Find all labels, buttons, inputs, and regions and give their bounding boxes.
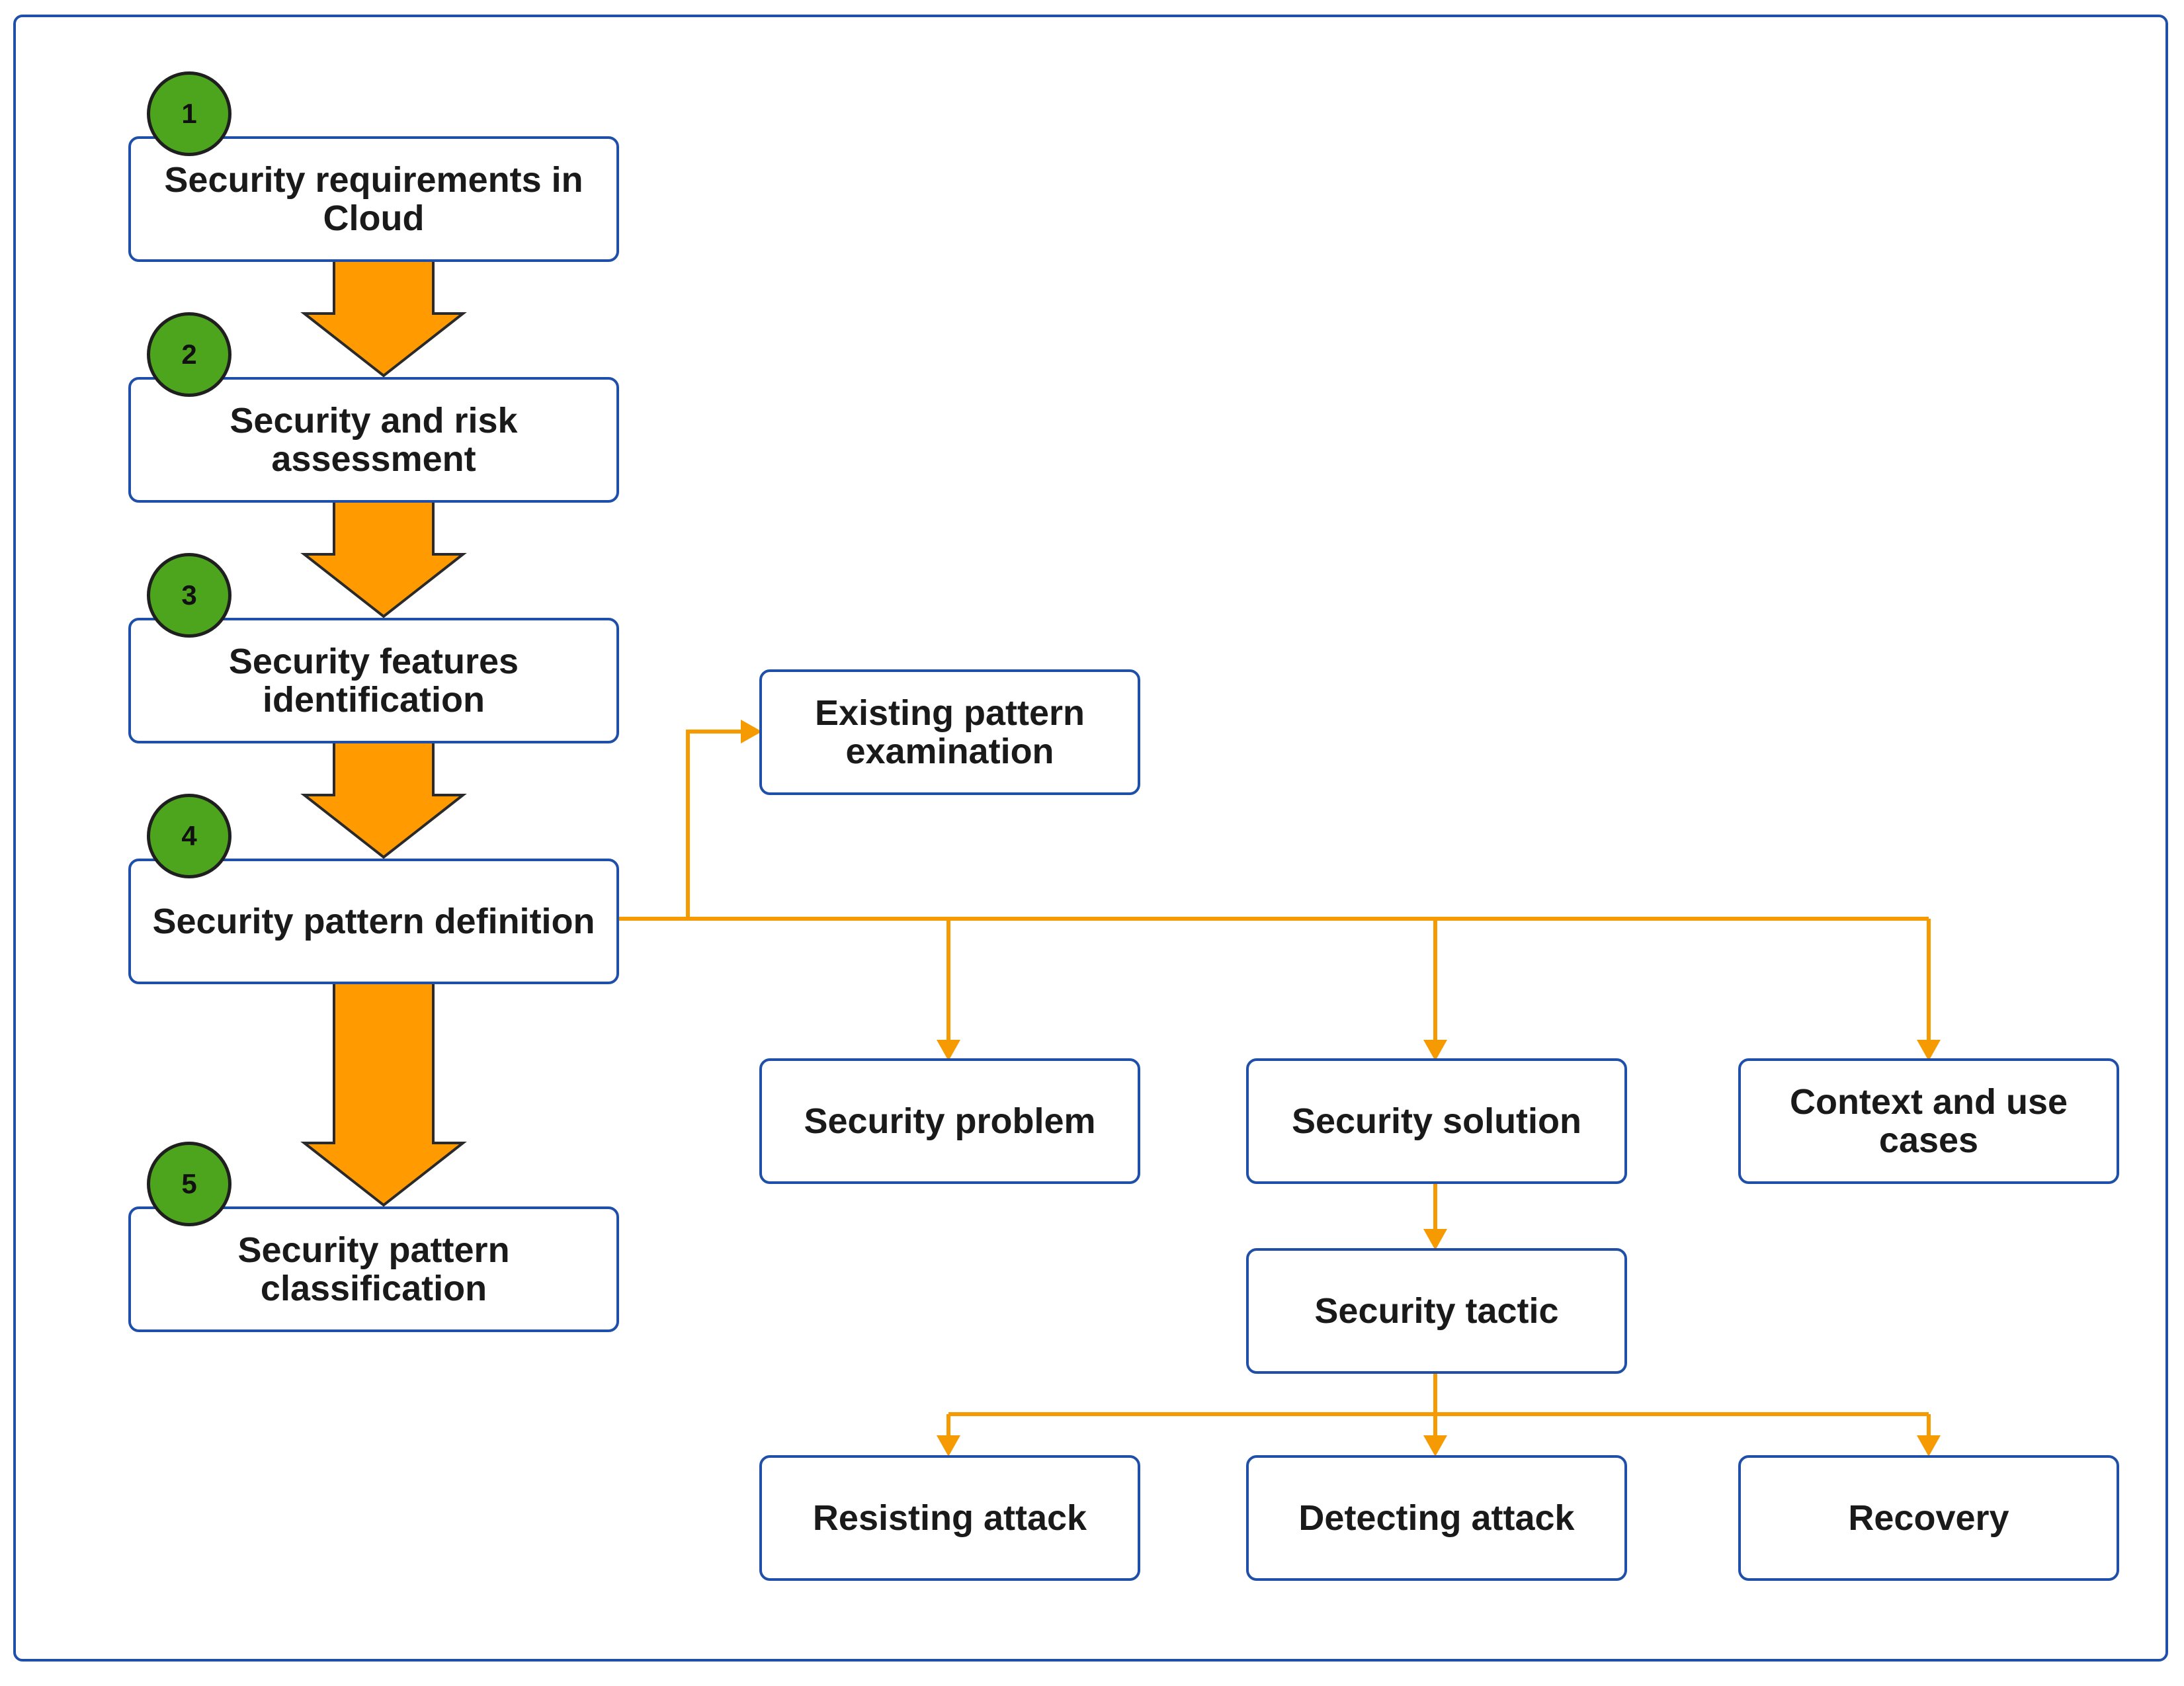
recovery-box: Recovery (1738, 1455, 2119, 1581)
diagram-frame (13, 15, 2168, 1662)
step-4-box: Security pattern definition (128, 859, 619, 984)
step-4-badge: 4 (147, 794, 231, 878)
security-problem-label: Security problem (804, 1101, 1096, 1141)
step-3-label: Security features identification (228, 642, 519, 720)
security-solution-label: Security solution (1291, 1101, 1582, 1141)
step-5-number: 5 (181, 1168, 197, 1199)
step-3-badge: 3 (147, 553, 231, 638)
big-arrow-3-4 (300, 741, 467, 859)
connector-to-existing (686, 730, 747, 919)
step-2-label: Security and risk assessment (230, 401, 518, 479)
step-5-badge: 5 (147, 1142, 231, 1226)
big-arrow-1-2 (300, 259, 467, 378)
resisting-attack-label: Resisting attack (812, 1498, 1087, 1538)
security-problem-box: Security problem (759, 1058, 1140, 1184)
step-1-number: 1 (181, 98, 197, 129)
existing-pattern-label: Existing pattern examination (814, 693, 1085, 771)
step-5-box: Security pattern classification (128, 1206, 619, 1332)
arrowhead-detecting (1423, 1435, 1447, 1456)
arrowhead-resisting (937, 1435, 960, 1456)
recovery-label: Recovery (1848, 1498, 2009, 1538)
resisting-attack-box: Resisting attack (759, 1455, 1140, 1581)
context-use-cases-box: Context and use cases (1738, 1058, 2119, 1184)
step-2-badge: 2 (147, 312, 231, 397)
step-1-label: Security requirements in Cloud (164, 160, 583, 238)
arrowhead-recovery (1917, 1435, 1941, 1456)
arrowhead-context (1917, 1040, 1941, 1061)
arrowhead-existing (741, 720, 762, 743)
step-3-box: Security features identification (128, 618, 619, 743)
step-1-box: Security requirements in Cloud (128, 136, 619, 262)
step-5-label: Security pattern classification (237, 1230, 510, 1308)
existing-pattern-box: Existing pattern examination (759, 669, 1140, 795)
step-2-number: 2 (181, 339, 197, 370)
arrowhead-tactic (1423, 1229, 1447, 1250)
step-1-badge: 1 (147, 71, 231, 156)
security-solution-box: Security solution (1246, 1058, 1627, 1184)
detecting-attack-label: Detecting attack (1298, 1498, 1575, 1538)
big-arrow-4-5 (300, 982, 467, 1207)
big-arrow-2-3 (300, 500, 467, 618)
context-use-cases-label: Context and use cases (1789, 1082, 2068, 1160)
step-4-label: Security pattern definition (152, 902, 595, 941)
security-tactic-box: Security tactic (1246, 1248, 1627, 1374)
step-4-number: 4 (181, 820, 197, 851)
connector-to-resisting (946, 1412, 1610, 1442)
arrowhead-solution (1423, 1040, 1447, 1061)
security-tactic-label: Security tactic (1314, 1291, 1559, 1331)
detecting-attack-box: Detecting attack (1246, 1455, 1627, 1581)
step-2-box: Security and risk assessment (128, 377, 619, 503)
arrowhead-problem (937, 1040, 960, 1061)
step-3-number: 3 (181, 579, 197, 611)
